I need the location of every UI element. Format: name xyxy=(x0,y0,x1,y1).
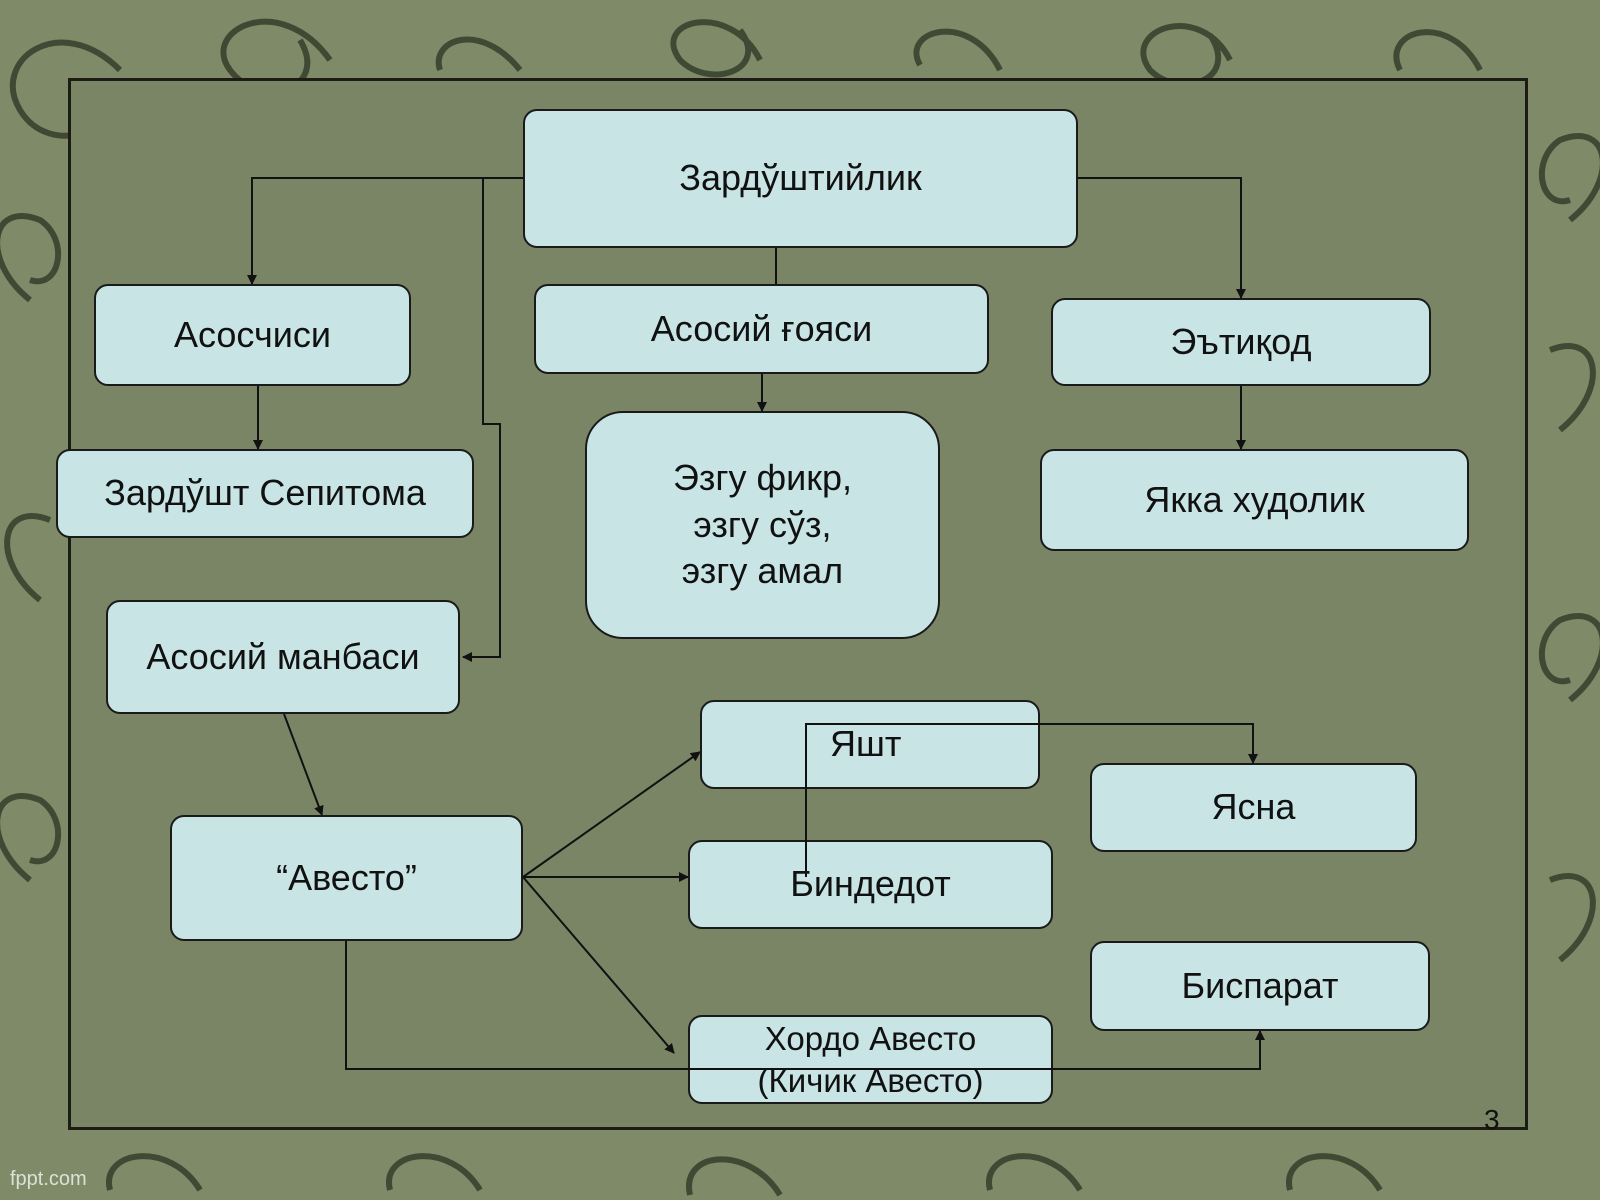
ornament-swirl xyxy=(0,213,61,303)
ornament-swirl xyxy=(1548,873,1596,963)
ornament-swirl xyxy=(435,36,523,72)
node-founder: Асосчиси xyxy=(94,284,411,386)
ornament-swirl xyxy=(0,793,61,883)
node-founder-name: Зардўшт Сепитома xyxy=(56,449,474,538)
node-main-idea: Асосий ғояси xyxy=(534,284,989,374)
ornament-swirl xyxy=(1548,343,1596,433)
ornament-swirl xyxy=(106,1153,203,1192)
node-main-source: Асосий манбаси xyxy=(106,600,460,714)
node-zoroastrianism: Зардўштийлик xyxy=(523,109,1078,248)
node-visparad: Биспарат xyxy=(1090,941,1430,1031)
ornament-swirl xyxy=(386,1153,483,1192)
node-belief: Эътиқод xyxy=(1051,298,1431,386)
ornament-swirl xyxy=(670,19,763,78)
node-yasna: Ясна xyxy=(1090,763,1417,852)
ornament-swirl xyxy=(1539,133,1600,223)
ornament-swirl xyxy=(4,513,52,603)
page-number: 3 xyxy=(1484,1104,1500,1135)
ornament-swirl xyxy=(1140,23,1233,88)
watermark-text: fppt.com xyxy=(10,1168,87,1190)
node-videvdat: Биндедот xyxy=(688,840,1053,929)
ornament-swirl xyxy=(1539,613,1600,703)
node-avesto: “Авесто” xyxy=(170,815,523,941)
node-monotheism: Якка худолик xyxy=(1040,449,1469,551)
ornament-swirl xyxy=(1286,1153,1383,1192)
ornament-swirl xyxy=(1393,29,1483,72)
ornament-swirl xyxy=(913,28,1003,72)
ornament-swirl xyxy=(686,1156,783,1197)
node-good-triad: Эзгу фикр, эзгу сўз, эзгу амал xyxy=(585,411,940,639)
ornament-swirl xyxy=(986,1153,1083,1192)
node-khorde-avesta: Хордо Авесто (Кичик Авесто) xyxy=(688,1015,1053,1104)
node-yasht: Яшт xyxy=(700,700,1040,789)
